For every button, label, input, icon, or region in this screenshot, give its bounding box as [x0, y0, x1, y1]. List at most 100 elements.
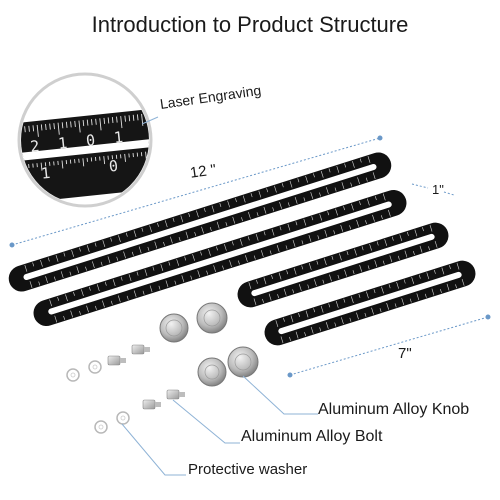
scale-tick [271, 228, 275, 236]
scale-tick [65, 294, 68, 302]
scale-tick [262, 298, 264, 303]
scale-tick [365, 220, 367, 225]
scale-tick [157, 222, 159, 227]
scale-tick [141, 227, 144, 232]
scale-tick [274, 185, 277, 193]
scale-tick [310, 326, 314, 334]
scale-tick [287, 223, 291, 231]
scale-tick [55, 255, 59, 262]
knob-icon [197, 357, 227, 387]
scale-tick [268, 293, 272, 301]
scale-tick [168, 261, 171, 266]
scale-tick [418, 274, 421, 279]
scale-tick [325, 322, 329, 329]
zoom-tick [116, 116, 118, 123]
scale-tick [367, 198, 370, 206]
scale-tick [281, 183, 284, 188]
scale-tick [245, 255, 248, 262]
zoom-tick [57, 122, 60, 135]
scale-tick [367, 156, 371, 163]
zoom-tick [91, 119, 93, 126]
scale-tick [263, 277, 267, 285]
scale-tick [303, 218, 307, 226]
zoom-tick [107, 117, 110, 124]
scale-tick [174, 280, 177, 285]
zoom-tick [21, 164, 22, 173]
scale-tick [241, 217, 243, 222]
scale-tick [201, 226, 204, 234]
scale-tick [225, 222, 228, 227]
scale-tick [298, 313, 300, 318]
scale-tick [343, 298, 346, 303]
zoom-tick [65, 121, 68, 128]
zoom-tick [103, 117, 106, 124]
scale-ticks [275, 262, 465, 344]
scale-tick [126, 295, 129, 300]
scale-tick [29, 281, 33, 288]
scale-tick [456, 262, 460, 270]
scale-tick [327, 211, 330, 216]
zoom-tick [45, 123, 47, 131]
zoom-tick [158, 112, 159, 118]
scale-tick [351, 203, 354, 211]
zoom-tick [128, 115, 131, 122]
scale-tick [164, 220, 168, 228]
scale-tick [120, 276, 123, 281]
zoom-digit: 1 [57, 134, 68, 153]
scale-tick [328, 168, 331, 173]
length-12-label: 12 " [188, 161, 218, 182]
scale-tick [324, 229, 328, 237]
zoom-tick [32, 125, 35, 132]
scale-tick [248, 211, 251, 219]
scale-tick [367, 265, 370, 270]
scale-tick [60, 271, 64, 279]
scale-tick [180, 215, 184, 223]
scale-tick [47, 257, 50, 262]
scale-tick [293, 267, 297, 275]
zoom-tick [36, 124, 39, 137]
scale-tick [194, 232, 197, 237]
scale-tick [131, 251, 134, 256]
scale-tick [399, 234, 403, 242]
scale-tick [335, 301, 339, 308]
scale-tick [372, 172, 376, 180]
scale-tick [341, 317, 344, 325]
scale-tick [424, 293, 427, 298]
zoom-tick [99, 118, 102, 131]
scale-tick [373, 289, 376, 294]
scale-tick [165, 280, 169, 288]
scale-tick [337, 274, 340, 279]
scale-tick [203, 207, 206, 212]
scale-tick [88, 286, 91, 291]
scale-tick [304, 332, 306, 337]
scale-tick [104, 281, 107, 286]
scale-tick [32, 262, 35, 267]
scale-tick [287, 202, 290, 207]
scale-tick [136, 271, 139, 276]
scale-tick [118, 235, 121, 243]
scale-tick [235, 198, 237, 203]
scale-tick [350, 182, 353, 187]
scale-tick [71, 250, 74, 257]
page-title: Introduction to Product Structure [91, 12, 409, 37]
scale-tick [289, 336, 291, 341]
scale-tick [239, 238, 243, 246]
zoom-digit: 1 [113, 128, 124, 147]
scale-tick [253, 255, 256, 260]
zoom-tick [70, 121, 72, 128]
dimension-1-inch [411, 183, 455, 196]
scale-tick [70, 310, 73, 318]
scale-tick [334, 322, 337, 327]
scale-tick [144, 269, 148, 277]
scale-tick [295, 221, 298, 226]
dimension-12-inch [9, 135, 383, 248]
scale-tick [278, 272, 282, 280]
scale-tick [352, 270, 355, 275]
scale-tick [45, 276, 48, 284]
scale-tick [336, 165, 340, 173]
scale-tick [86, 305, 89, 313]
scale-tick [434, 269, 436, 274]
scale-tick [349, 317, 352, 322]
scale-tick [381, 286, 384, 294]
scale-tick [364, 312, 367, 317]
